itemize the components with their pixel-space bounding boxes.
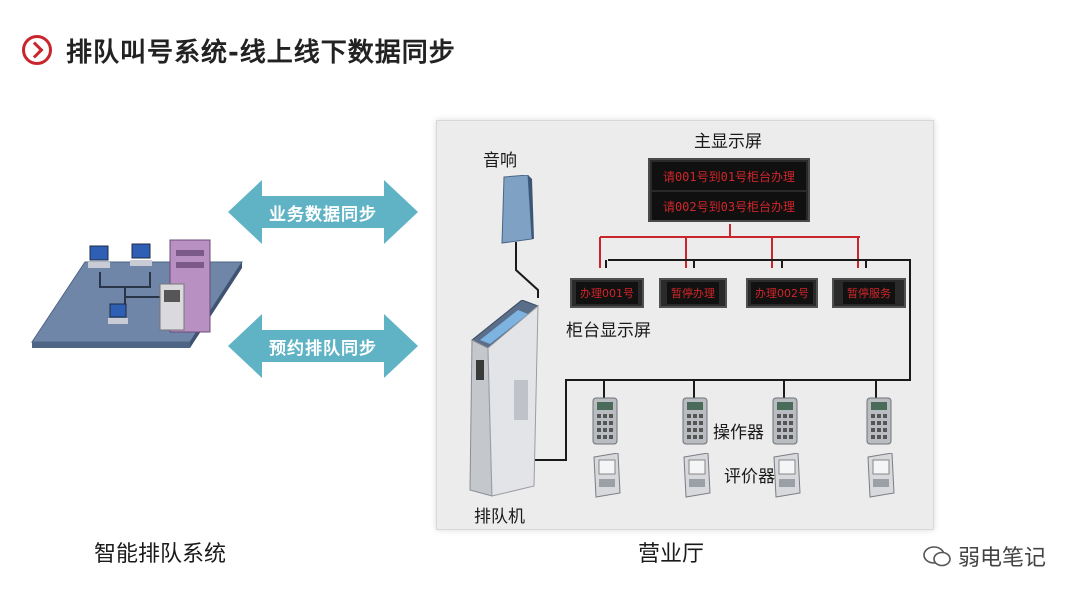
wechat-icon <box>923 546 951 567</box>
counter-display-text: 暂停办理 <box>667 282 719 304</box>
counter-display-text: 办理001号 <box>576 282 638 304</box>
kiosk-label: 排队机 <box>474 507 525 527</box>
operator-keypad-icon <box>592 397 618 445</box>
counter-display-text: 暂停服务 <box>843 282 895 304</box>
speaker-icon <box>501 175 534 244</box>
right-caption: 营业厅 <box>638 542 705 567</box>
evaluator-device-icon <box>773 453 801 498</box>
page-title: 排队叫号系统-线上线下数据同步 <box>66 37 456 68</box>
wiring-diagram <box>515 224 911 461</box>
arrow-label: 预约排队同步 <box>269 338 377 359</box>
business-sync-arrow: 业务数据同步 <box>228 178 418 246</box>
counter-display: 办理002号 <box>746 278 818 308</box>
watermark: 弱电笔记 <box>922 540 1046 572</box>
counter-display: 暂停服务 <box>832 278 906 308</box>
main-display-line: 请002号到03号柜台办理 <box>652 192 806 220</box>
counter-display: 办理001号 <box>570 278 644 308</box>
watermark-text: 弱电笔记 <box>957 546 1046 571</box>
counter-display-label: 柜台显示屏 <box>566 321 651 341</box>
operator-label: 操作器 <box>713 423 764 443</box>
evaluator-device-icon <box>593 453 621 498</box>
chevron-right-icon <box>22 35 52 65</box>
evaluator-label: 评价器 <box>724 467 775 487</box>
network-illustration <box>31 239 243 348</box>
operator-keypad-icon <box>772 397 798 445</box>
main-display: 请001号到01号柜台办理 请002号到03号柜台办理 <box>648 158 810 222</box>
reservation-sync-arrow: 预约排队同步 <box>228 312 418 380</box>
operator-keypad-icon <box>682 397 708 445</box>
double-arrow-icon <box>228 180 418 244</box>
speaker-label: 音响 <box>483 151 517 171</box>
main-display-line: 请001号到01号柜台办理 <box>652 162 806 190</box>
counter-display: 暂停办理 <box>659 278 727 308</box>
left-caption: 智能排队系统 <box>94 542 227 567</box>
main-display-label: 主显示屏 <box>694 132 762 152</box>
operator-keypad-icon <box>866 397 892 445</box>
counter-display-text: 办理002号 <box>751 282 813 304</box>
evaluator-device-icon <box>683 453 711 498</box>
arrow-label: 业务数据同步 <box>269 204 377 225</box>
evaluator-device-icon <box>867 453 895 498</box>
double-arrow-icon <box>228 314 418 378</box>
title-bar: 排队叫号系统-线上线下数据同步 <box>22 30 456 70</box>
queue-kiosk-icon <box>469 300 539 497</box>
